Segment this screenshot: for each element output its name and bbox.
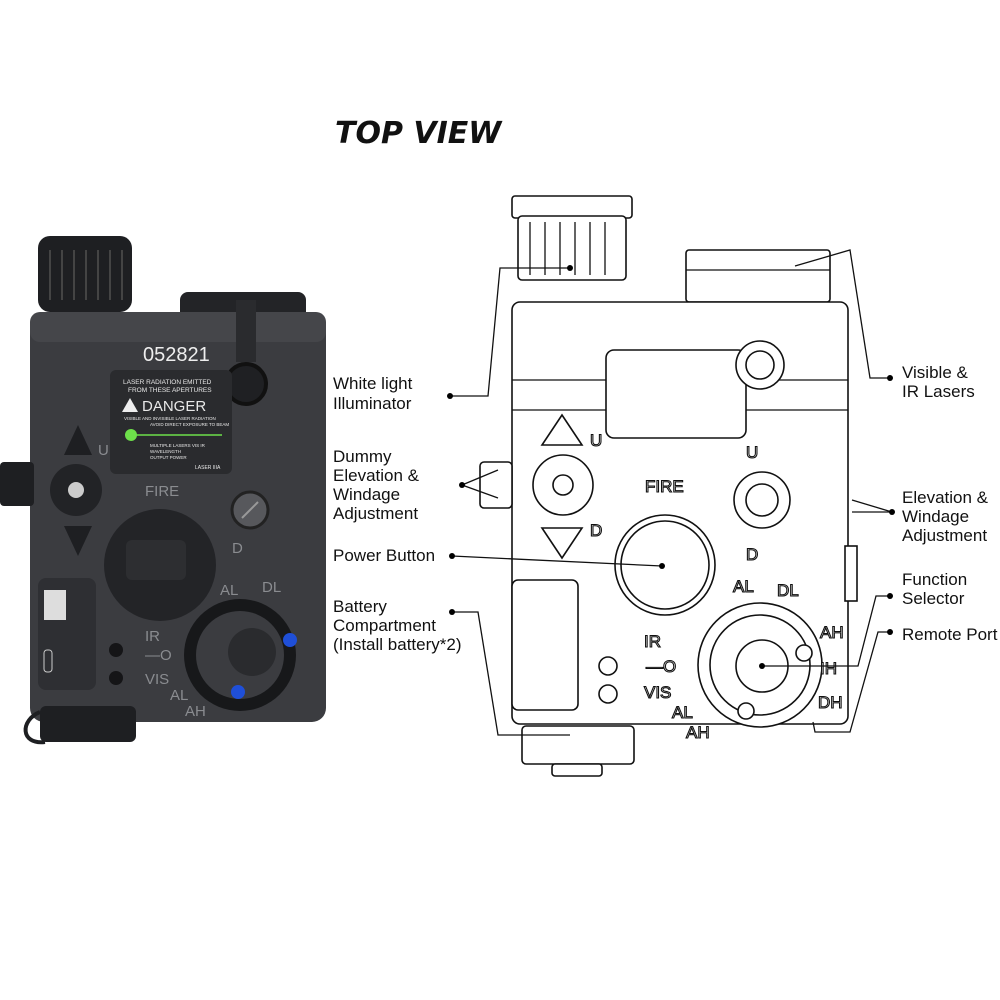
svg-text:Windage: Windage: [902, 507, 969, 526]
warning-label: LASER RADIATION EMITTED FROM THESE APERT…: [110, 370, 232, 474]
svg-text:White light: White light: [333, 374, 413, 393]
svg-text:Function: Function: [902, 570, 967, 589]
screw-icon: [283, 633, 297, 647]
svg-text:—O: —O: [145, 647, 172, 664]
svg-text:Dummy: Dummy: [333, 447, 392, 466]
svg-text:—O: —O: [646, 657, 676, 676]
svg-text:Adjustment: Adjustment: [902, 526, 987, 545]
device-line-drawing: FIRE U D U D AL DL AH IH DH IR —O VIS AL…: [479, 195, 858, 777]
callout-elevation-windage: Elevation & Windage Adjustment: [902, 488, 989, 545]
device-photo: 052821 LASER RADIATION EMITTED FROM THES…: [0, 236, 326, 745]
svg-text:AH: AH: [820, 623, 844, 642]
svg-text:AL: AL: [672, 703, 693, 722]
danger-heading: DANGER: [142, 398, 206, 415]
svg-text:AH: AH: [185, 703, 206, 720]
svg-text:Visible &: Visible &: [902, 363, 968, 382]
dummy-adjuster-photo: [50, 425, 102, 556]
svg-text:FIRE: FIRE: [145, 483, 179, 500]
leader-lines: [447, 249, 895, 736]
callout-dummy-adjustment: Dummy Elevation & Windage Adjustment: [333, 447, 420, 523]
svg-text:VIS: VIS: [644, 683, 671, 702]
svg-text:MULTIPLE LASERS VIS IR: MULTIPLE LASERS VIS IR: [150, 443, 206, 448]
svg-text:IH: IH: [820, 659, 837, 678]
svg-text:DH: DH: [818, 693, 843, 712]
svg-text:D: D: [746, 545, 758, 564]
svg-text:IR: IR: [644, 632, 661, 651]
svg-text:Elevation &: Elevation &: [902, 488, 989, 507]
svg-text:D: D: [232, 540, 243, 557]
svg-text:Power Button: Power Button: [333, 546, 435, 565]
callout-battery: Battery Compartment (Install battery*2): [333, 597, 462, 654]
svg-text:AVOID DIRECT EXPOSURE TO BEAM: AVOID DIRECT EXPOSURE TO BEAM: [150, 422, 229, 427]
svg-text:DL: DL: [777, 581, 799, 600]
function-selector-photo: [184, 599, 297, 711]
svg-text:IR Lasers: IR Lasers: [902, 382, 975, 401]
svg-text:OUTPUT POWER: OUTPUT POWER: [150, 455, 187, 460]
svg-text:Elevation &: Elevation &: [333, 466, 420, 485]
screw-icon: [231, 685, 245, 699]
serial-number: 052821: [143, 344, 210, 366]
svg-text:Compartment: Compartment: [333, 616, 436, 635]
svg-text:Selector: Selector: [902, 589, 965, 608]
callout-remote-port: Remote Port: [902, 625, 998, 644]
svg-text:IR: IR: [145, 628, 160, 645]
callout-white-light: White light Illuminator: [333, 374, 413, 413]
illuminator-knob-outline: [517, 215, 627, 281]
svg-text:U: U: [98, 442, 109, 459]
svg-text:Illuminator: Illuminator: [333, 394, 412, 413]
battery-cap-photo: [40, 706, 136, 742]
callout-lasers: Visible & IR Lasers: [902, 363, 975, 401]
svg-text:Remote Port: Remote Port: [902, 625, 998, 644]
svg-text:VIS: VIS: [145, 671, 169, 688]
svg-text:D: D: [590, 521, 602, 540]
svg-text:LASER RADIATION EMITTED: LASER RADIATION EMITTED: [123, 379, 212, 386]
title: TOP VIEW: [335, 116, 503, 151]
svg-text:DL: DL: [262, 579, 281, 596]
battery-outline: [511, 579, 579, 711]
svg-text:(Install battery*2): (Install battery*2): [333, 635, 462, 654]
svg-text:LASER IIIA: LASER IIIA: [195, 465, 221, 471]
svg-text:FROM THESE APERTURES: FROM THESE APERTURES: [128, 387, 212, 394]
svg-text:AH: AH: [686, 723, 710, 742]
side-knob: [0, 462, 34, 506]
svg-text:Battery: Battery: [333, 597, 387, 616]
lasers-outline: [685, 249, 831, 303]
svg-text:WAVELENGTH: WAVELENGTH: [150, 449, 181, 454]
callout-function-selector: Function Selector: [902, 570, 967, 608]
svg-text:Adjustment: Adjustment: [333, 504, 418, 523]
marking-al: AL: [220, 582, 238, 599]
svg-text:AL: AL: [733, 577, 754, 596]
callout-power-button: Power Button: [333, 546, 435, 565]
svg-text:Windage: Windage: [333, 485, 400, 504]
svg-text:AL: AL: [170, 687, 188, 704]
svg-text:U: U: [590, 431, 602, 450]
svg-text:FIRE: FIRE: [645, 477, 684, 496]
battery-cap-outline: [521, 725, 635, 765]
svg-text:U: U: [746, 443, 758, 462]
svg-text:VISIBLE AND INVISIBLE LASER RA: VISIBLE AND INVISIBLE LASER RADIATION: [124, 416, 216, 421]
